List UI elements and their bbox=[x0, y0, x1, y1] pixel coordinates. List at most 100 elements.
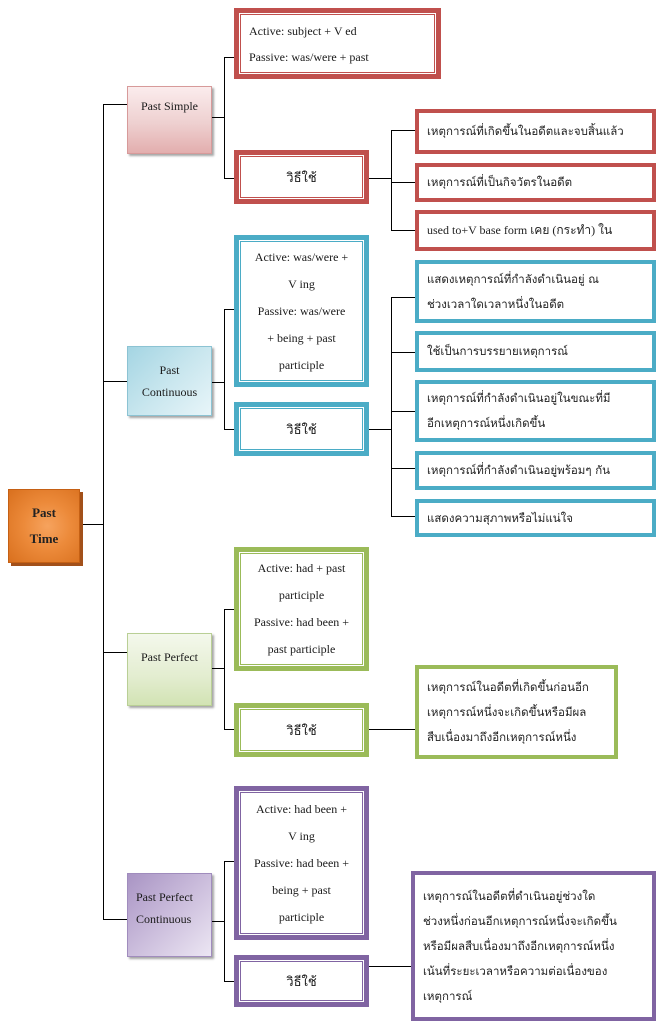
usage-text: เหตุการณ์ในอดีตที่เกิดขึ้นก่อนอีก bbox=[427, 679, 589, 694]
usage-text: เหตุการณ์ที่กำลังดำเนินอยู่พร้อมๆ กัน bbox=[427, 463, 611, 477]
usage-text: เหตุการณ์ที่เป็นกิจวัตรในอดีต bbox=[427, 175, 573, 189]
formula-line: Passive: had been + bbox=[253, 615, 350, 629]
connector bbox=[391, 230, 415, 231]
connector bbox=[391, 516, 415, 517]
formula-box-past-simple[interactable]: Active: subject + V ed Passive: was/were… bbox=[234, 8, 441, 79]
formula-line: participle bbox=[278, 909, 325, 924]
connector bbox=[369, 729, 415, 730]
usage-text: เหตุการณ์ที่เกิดขึ้นในอดีตและจบสิ้นแล้ว bbox=[427, 124, 624, 138]
root-node-past-time[interactable]: Past Time bbox=[8, 489, 80, 563]
connector bbox=[224, 609, 234, 610]
connector bbox=[391, 182, 415, 183]
connector bbox=[224, 861, 225, 981]
usage-item[interactable]: แสดงเหตุการณ์ที่กำลังดำเนินอยู่ ณ ช่วงเว… bbox=[415, 260, 656, 323]
connector bbox=[391, 297, 415, 298]
usage-text: อีกเหตุการณ์หนึ่งเกิดขึ้น bbox=[427, 416, 546, 430]
usage-item[interactable]: เหตุการณ์ในอดีตที่ดำเนินอยู่ช่วงใด ช่วงห… bbox=[411, 871, 656, 1021]
usage-label: วิธีใช้ bbox=[286, 973, 317, 989]
usage-text: เน้นที่ระยะเวลาหรือความต่อเนื่องของ bbox=[423, 963, 608, 978]
connector bbox=[224, 57, 225, 178]
connector bbox=[224, 178, 234, 179]
usage-text: เหตุการณ์ในอดีตที่ดำเนินอยู่ช่วงใด bbox=[423, 888, 596, 903]
formula-line: participle bbox=[278, 588, 325, 602]
formula-passive: Passive: was/were + past bbox=[249, 49, 369, 64]
usage-text: เหตุการณ์หนึ่งจะเกิดขึ้นหรือมีผล bbox=[427, 704, 587, 719]
tense-label: Past bbox=[159, 363, 180, 377]
usage-text: used to+V base form เคย (กระทำ) ใน bbox=[427, 223, 613, 237]
tense-node-past-perfect[interactable]: Past Perfect bbox=[127, 633, 212, 706]
formula-line: V ing bbox=[288, 828, 315, 843]
connector bbox=[103, 104, 127, 105]
tense-node-past-simple[interactable]: Past Simple bbox=[127, 86, 212, 154]
tense-node-past-continuous[interactable]: Past Continuous bbox=[127, 346, 212, 416]
usage-text: เหตุการณ์ที่กำลังดำเนินอยู่ในขณะที่มี bbox=[427, 391, 611, 405]
connector bbox=[391, 297, 392, 516]
formula-box-past-perfect[interactable]: Active: had + past participle Passive: h… bbox=[234, 547, 369, 671]
connector bbox=[103, 919, 127, 920]
usage-item[interactable]: used to+V base form เคย (กระทำ) ใน bbox=[415, 210, 656, 251]
tense-label: Past Simple bbox=[140, 99, 198, 113]
connector bbox=[391, 468, 415, 469]
connector bbox=[369, 966, 411, 967]
connector bbox=[224, 981, 234, 982]
usage-text: หรือมีผลสืบเนื่องมาถึงอีกเหตุการณ์หนึ่ง bbox=[423, 938, 615, 953]
formula-line: Passive: was/were bbox=[257, 303, 346, 318]
usage-item[interactable]: ใช้เป็นการบรรยายเหตุการณ์ bbox=[415, 331, 656, 372]
usage-text: ใช้เป็นการบรรยายเหตุการณ์ bbox=[427, 344, 568, 358]
connector bbox=[224, 309, 234, 310]
connector bbox=[78, 524, 103, 525]
tense-node-past-perfect-continuous[interactable]: Past Perfect Continuous bbox=[127, 873, 212, 957]
formula-line: past participle bbox=[267, 642, 336, 656]
connector bbox=[212, 117, 224, 118]
root-label-line2: Time bbox=[29, 531, 59, 546]
connector bbox=[391, 411, 415, 412]
formula-active: Active: subject + V ed bbox=[249, 23, 357, 38]
usage-label: วิธีใช้ bbox=[286, 169, 317, 185]
connector bbox=[103, 652, 127, 653]
connector bbox=[224, 861, 234, 862]
connector bbox=[103, 104, 104, 919]
formula-line: Active: had + past bbox=[257, 561, 346, 575]
connector bbox=[224, 309, 225, 429]
usage-item[interactable]: เหตุการณ์ในอดีตที่เกิดขึ้นก่อนอีก เหตุกา… bbox=[415, 665, 618, 759]
usage-box-past-perfect-continuous[interactable]: วิธีใช้ bbox=[234, 955, 369, 1007]
formula-line: + being + past bbox=[267, 330, 336, 345]
connector bbox=[212, 668, 224, 669]
usage-text: เหตุการณ์ bbox=[423, 988, 473, 1003]
usage-box-past-simple[interactable]: วิธีใช้ bbox=[234, 150, 369, 204]
connector bbox=[369, 429, 391, 430]
formula-line: V ing bbox=[288, 276, 315, 291]
usage-item[interactable]: แสดงความสุภาพหรือไม่แน่ใจ bbox=[415, 499, 656, 537]
connector bbox=[103, 381, 127, 382]
formula-box-past-perfect-continuous[interactable]: Active: had been + V ing Passive: had be… bbox=[234, 786, 369, 940]
usage-item[interactable]: เหตุการณ์ที่เป็นกิจวัตรในอดีต bbox=[415, 163, 656, 202]
connector bbox=[224, 57, 234, 58]
connector bbox=[212, 921, 224, 922]
connector bbox=[391, 130, 415, 131]
usage-text: แสดงเหตุการณ์ที่กำลังดำเนินอยู่ ณ bbox=[427, 271, 599, 286]
usage-label: วิธีใช้ bbox=[286, 722, 317, 738]
usage-text: สืบเนื่องมาถึงอีกเหตุการณ์หนึ่ง bbox=[427, 729, 577, 744]
usage-box-past-continuous[interactable]: วิธีใช้ bbox=[234, 402, 369, 456]
usage-item[interactable]: เหตุการณ์ที่กำลังดำเนินอยู่ในขณะที่มี อี… bbox=[415, 380, 656, 442]
formula-box-past-continuous[interactable]: Active: was/were + V ing Passive: was/we… bbox=[234, 235, 369, 387]
formula-line: being + past bbox=[272, 882, 331, 897]
usage-box-past-perfect[interactable]: วิธีใช้ bbox=[234, 703, 369, 757]
connector bbox=[224, 429, 234, 430]
connector bbox=[369, 178, 391, 179]
usage-item[interactable]: เหตุการณ์ที่เกิดขึ้นในอดีตและจบสิ้นแล้ว bbox=[415, 109, 656, 154]
usage-text: แสดงความสุภาพหรือไม่แน่ใจ bbox=[427, 510, 573, 525]
formula-line: participle bbox=[278, 357, 325, 372]
usage-item[interactable]: เหตุการณ์ที่กำลังดำเนินอยู่พร้อมๆ กัน bbox=[415, 451, 656, 490]
connector bbox=[224, 609, 225, 729]
usage-text: ช่วงหนึ่งก่อนอีกเหตุการณ์หนึ่งจะเกิดขึ้น bbox=[423, 913, 617, 928]
connector bbox=[224, 729, 234, 730]
connector bbox=[391, 352, 415, 353]
connector bbox=[212, 382, 224, 383]
formula-line: Active: was/were + bbox=[254, 249, 349, 264]
usage-text: ช่วงเวลาใดเวลาหนึ่งในอดีต bbox=[427, 296, 565, 311]
tense-label: Past Perfect bbox=[141, 650, 198, 664]
tense-label: Past Perfect bbox=[136, 890, 193, 904]
usage-label: วิธีใช้ bbox=[286, 421, 317, 437]
tense-label: Continuous bbox=[136, 912, 192, 926]
